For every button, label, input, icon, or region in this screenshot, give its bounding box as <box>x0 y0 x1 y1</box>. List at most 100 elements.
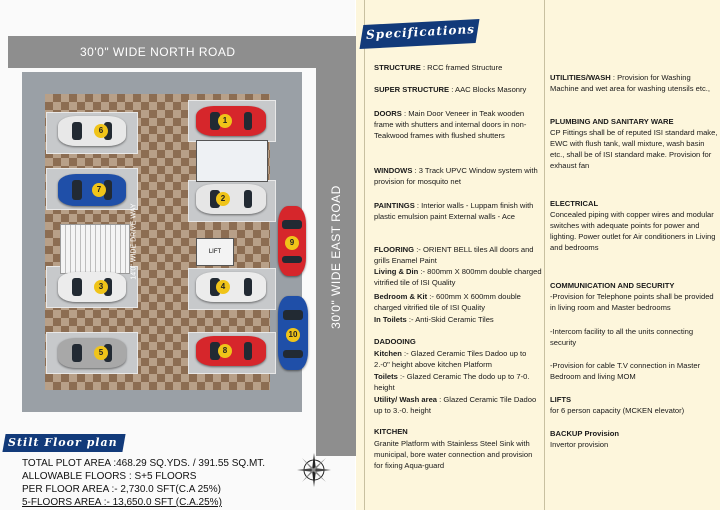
car-7: 7 <box>58 174 126 206</box>
spec-heading: ELECTRICAL <box>550 199 599 208</box>
col1-item: Bedroom & Kit :- 600mm X 600mm double ch… <box>374 291 542 313</box>
spec-text: Concealed piping with copper wires and m… <box>550 210 716 252</box>
spec-heading: WINDOWS <box>374 166 413 175</box>
col1-item: SUPER STRUCTURE : AAC Blocks Masonry <box>374 84 542 95</box>
compass-icon <box>297 453 331 487</box>
spec-text: for 6 person capacity (MCKEN elevator) <box>550 406 685 415</box>
spec-text: Invertor provision <box>550 440 609 449</box>
car-9: 9 <box>278 206 306 276</box>
spec-heading: STRUCTURE <box>374 63 421 72</box>
spec-separator: : <box>414 201 422 210</box>
spec-text: Granite Platform with Stainless Steel Si… <box>374 439 533 470</box>
car-2: 2 <box>196 184 266 214</box>
staircase <box>60 224 130 274</box>
spec-heading: COMMUNICATION AND SECURITY <box>550 281 675 290</box>
col1-item: STRUCTURE : RCC framed Structure <box>374 62 542 73</box>
north-road-label: 30'0" WIDE NORTH ROAD <box>80 45 236 59</box>
col2-item: PLUMBING AND SANITARY WARE CP Fittings sh… <box>550 116 718 171</box>
spec-heading: PLUMBING AND SANITARY WARE <box>550 117 674 126</box>
spec-heading: Utility/ Wash area <box>374 395 438 404</box>
spec-text: Glazed Ceramic The dodo up to 7-0. heigh… <box>374 372 530 392</box>
spec-heading: KITCHEN <box>374 427 408 436</box>
spec-text: CP Fittings shall be of reputed ISI stan… <box>550 128 718 170</box>
spec-separator: : <box>449 85 456 94</box>
spec-text: ORIENT BELL tiles All doors and grills E… <box>374 245 534 265</box>
total-plot-area: TOTAL PLOT AREA :468.29 SQ.YDS. / 391.55… <box>22 458 266 469</box>
col2-item: -Provision for cable T.V connection in M… <box>550 360 718 382</box>
divider <box>364 0 365 510</box>
car-6: 6 <box>58 116 126 146</box>
col1-item: WINDOWS : 3 Track UPVC Window system wit… <box>374 165 542 187</box>
spec-text: 800mm X 800mm double charged vitrified t… <box>374 267 542 287</box>
col1-item: Living & Din :- 800mm X 800mm double cha… <box>374 266 542 288</box>
divider <box>544 0 545 510</box>
spec-text: -Intercom facility to all the units conn… <box>550 327 694 347</box>
allowable-floors: ALLOWABLE FLOORS : S+5 FLOORS <box>22 471 197 482</box>
spec-text: 3 Track UPVC Window system with provisio… <box>374 166 538 186</box>
col2-item: UTILITIES/WASH : Provision for Washing M… <box>550 72 718 94</box>
east-road <box>316 36 358 456</box>
spec-separator: : <box>412 166 419 175</box>
col1-item: KITCHEN <box>374 426 542 437</box>
spec-heading: DOORS <box>374 109 402 118</box>
spec-heading: Living & Din <box>374 267 419 276</box>
col1-item: In Toilets :- Anti-Skid Ceramic Tiles <box>374 314 542 325</box>
spec-text: Glazed Ceramic Tile Dadoo up to 3.-0. he… <box>374 395 537 415</box>
col1-item: Toilets :- Glazed Ceramic The dodo up to… <box>374 371 542 393</box>
drive-way-label: 14'0" WIDE DRIVE WAY <box>130 203 138 280</box>
five-floors-area: 5-FLOORS AREA :- 13,650.0 SFT (C.A.25%) <box>22 497 222 508</box>
spec-text: -Provision for cable T.V connection in M… <box>550 361 701 381</box>
spec-separator: :- <box>397 372 407 381</box>
spec-text: Interior walls - Luppam finish with plas… <box>374 201 534 221</box>
car-4: 4 <box>196 272 266 302</box>
spec-heading: Toilets <box>374 372 398 381</box>
spec-heading: DADOOING <box>374 337 416 346</box>
spec-text: Main Door Veneer in Teak wooden frame wi… <box>374 109 527 140</box>
spec-separator: :- <box>414 245 423 254</box>
col2-item: -Intercom facility to all the units conn… <box>550 326 718 348</box>
col1-item: FLOORING :- ORIENT BELL tiles All doors … <box>374 244 542 266</box>
car-8: 8 <box>196 336 266 366</box>
spec-heading: LIFTS <box>550 395 572 404</box>
car-3: 3 <box>58 272 126 302</box>
car-10: 10 <box>278 296 308 370</box>
car-5: 5 <box>58 338 126 368</box>
col2-item: LIFTS for 6 person capacity (MCKEN elevat… <box>550 394 718 416</box>
per-floor-area: PER FLOOR AREA :- 2,730.0 SFT(C.A 25%) <box>22 484 221 495</box>
spec-text: -Provision for Telephone points shall be… <box>550 292 714 312</box>
spec-separator: : <box>401 109 409 118</box>
north-road <box>8 36 324 68</box>
car-1: 1 <box>196 106 266 136</box>
spec-heading: FLOORING <box>374 245 415 254</box>
spec-separator: :- <box>427 292 437 301</box>
spec-separator: : <box>437 395 444 404</box>
col1-item: Utility/ Wash area : Glazed Ceramic Tile… <box>374 394 542 416</box>
col1-item: DOORS : Main Door Veneer in Teak wooden … <box>374 108 542 141</box>
spec-separator: :- <box>406 315 416 324</box>
spec-text: Glazed Ceramic Tiles Dadoo up to 2.-0" h… <box>374 349 527 369</box>
spec-heading: SUPER STRUCTURE <box>374 85 450 94</box>
spec-separator: :- <box>418 267 428 276</box>
spec-text: 600mm X 600mm double charged vitrified t… <box>374 292 521 312</box>
utility-room <box>196 140 268 182</box>
spec-heading: BACKUP Provision <box>550 429 620 438</box>
spec-heading: In Toilets <box>374 315 407 324</box>
spec-heading: Kitchen <box>374 349 402 358</box>
spec-separator: : <box>610 73 618 82</box>
col1-item: DADOOING <box>374 336 542 347</box>
spec-text: Provision for Washing Machine and wet ar… <box>550 73 710 93</box>
spec-text: RCC framed Structure <box>427 63 503 72</box>
lift-shaft: LIFT <box>196 238 234 266</box>
specifications-page <box>356 0 720 510</box>
col1-item: Granite Platform with Stainless Steel Si… <box>374 438 542 471</box>
spec-heading: Bedroom & Kit <box>374 292 428 301</box>
col2-item: ELECTRICAL Concealed piping with copper w… <box>550 198 718 253</box>
stilt-plan-title: Stilt Floor plan <box>8 436 118 449</box>
spec-heading: UTILITIES/WASH <box>550 73 611 82</box>
spec-heading: PAINTINGS <box>374 201 415 210</box>
spec-separator: :- <box>401 349 411 358</box>
col1-item: Kitchen :- Glazed Ceramic Tiles Dadoo up… <box>374 348 542 370</box>
spec-text: AAC Blocks Masonry <box>455 85 527 94</box>
spec-text: Anti-Skid Ceramic Tiles <box>415 315 494 324</box>
